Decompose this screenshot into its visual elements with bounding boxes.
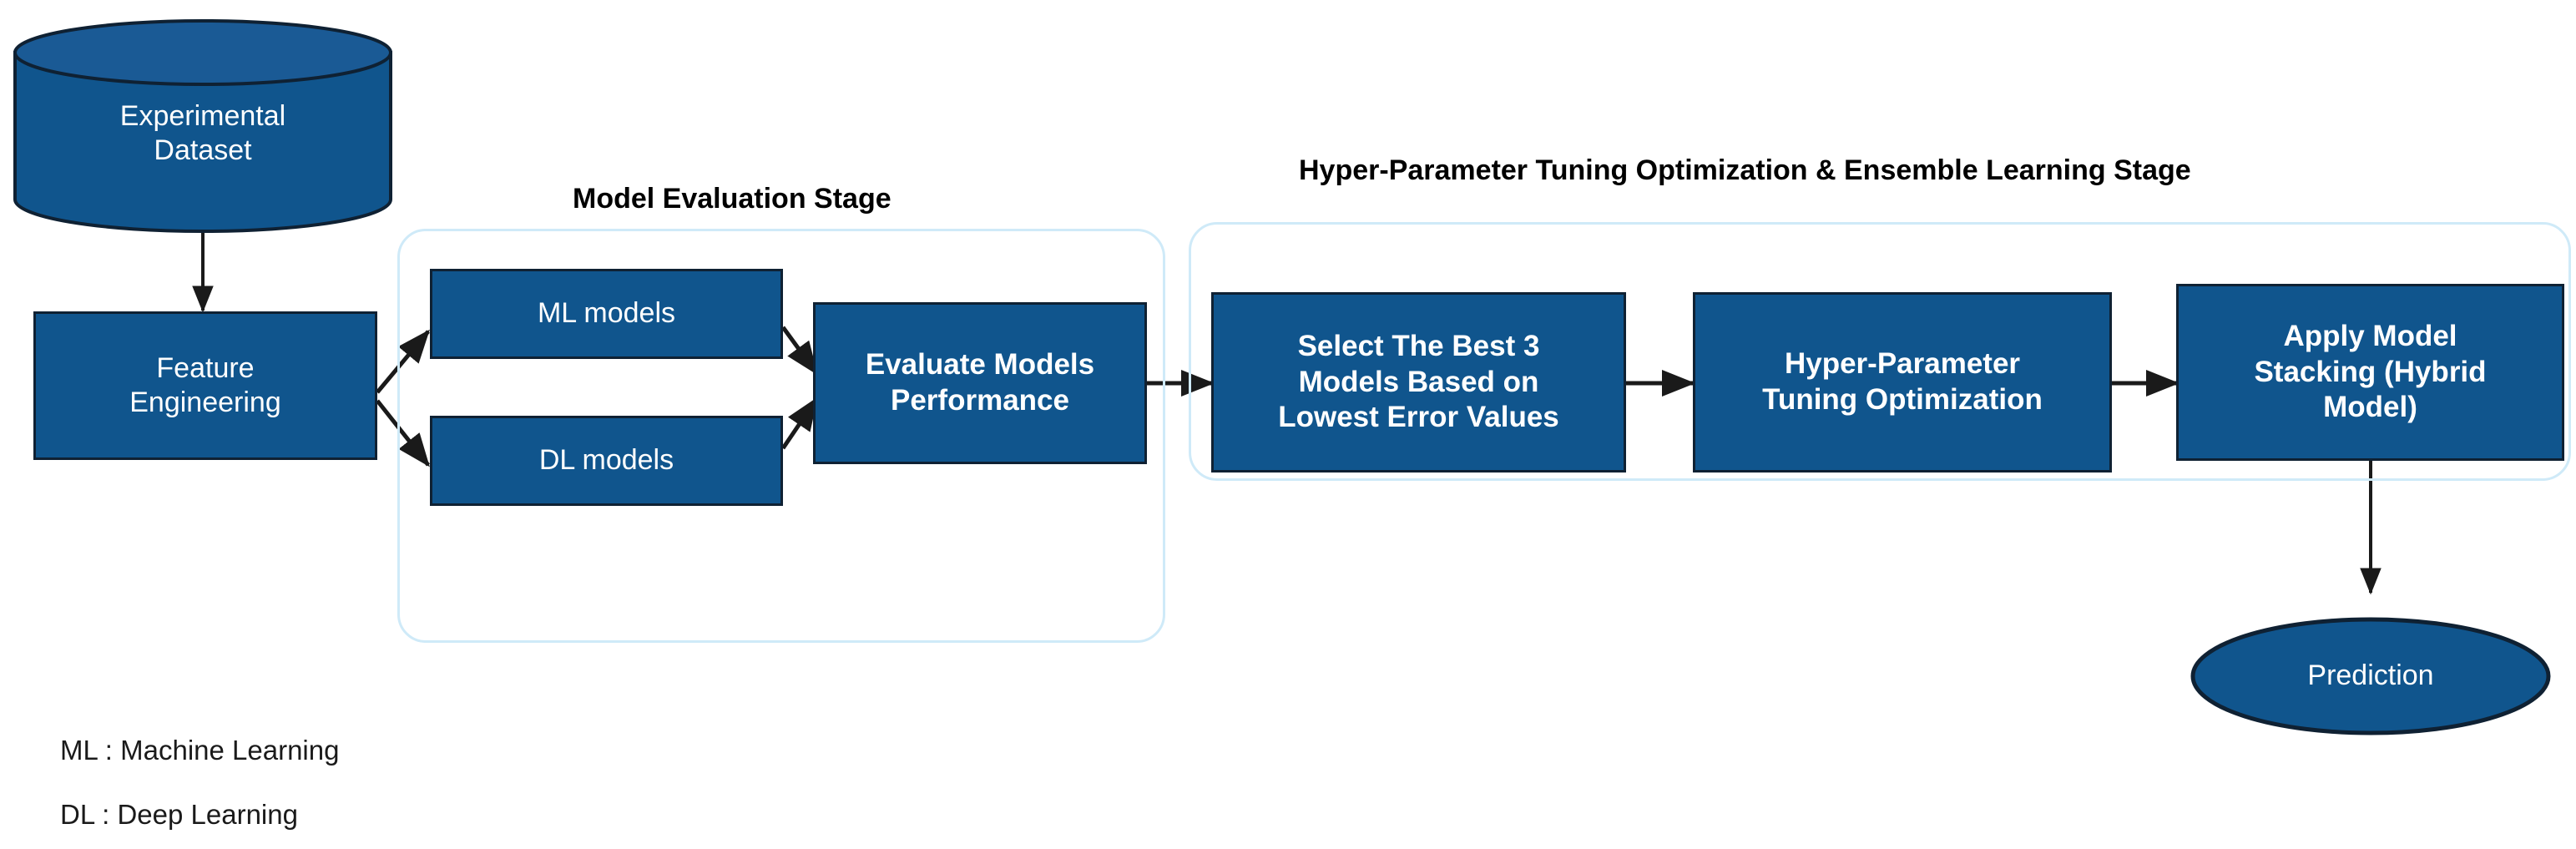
ml-models-node[interactable]: ML models — [430, 269, 783, 359]
stacking-label-line3: Model) — [2323, 391, 2417, 424]
select-best-label-line1: Select The Best 3 — [1297, 329, 1540, 362]
ml-models-label: ML models — [537, 297, 676, 330]
legend-item-ml: ML : Machine Learning — [60, 735, 340, 766]
select-best-models-node[interactable]: Select The Best 3 Models Based on Lowest… — [1211, 292, 1626, 473]
stacking-label-line1: Apply Model — [2283, 319, 2457, 352]
tuning-ensemble-stage-title: Hyper-Parameter Tuning Optimization & En… — [1299, 154, 2191, 186]
prediction-node[interactable]: Prediction — [2193, 651, 2548, 701]
stacking-label-line2: Stacking (Hybrid — [2254, 355, 2487, 388]
feature-engineering-label-line1: Feature — [156, 351, 255, 384]
dl-models-label: DL models — [538, 444, 674, 477]
model-stacking-node[interactable]: Apply Model Stacking (Hybrid Model) — [2176, 284, 2564, 461]
tuning-label-line2: Tuning Optimization — [1762, 383, 2043, 416]
model-evaluation-stage-title: Model Evaluation Stage — [573, 183, 891, 215]
dl-models-node[interactable]: DL models — [430, 416, 783, 506]
experimental-dataset-label-line2: Dataset — [154, 134, 252, 166]
hyperparameter-tuning-node[interactable]: Hyper-Parameter Tuning Optimization — [1693, 292, 2112, 473]
evaluate-label-line2: Performance — [891, 384, 1069, 417]
evaluate-models-performance-node[interactable]: Evaluate Models Performance — [813, 302, 1147, 464]
feature-engineering-node[interactable]: Feature Engineering — [33, 311, 377, 460]
evaluate-label-line1: Evaluate Models — [865, 348, 1095, 382]
tuning-ensemble-stage-container — [1189, 222, 2571, 481]
feature-engineering-label-line2: Engineering — [129, 387, 281, 418]
experimental-dataset-node[interactable]: Experimental Dataset — [15, 79, 391, 188]
model-evaluation-stage-container — [397, 229, 1165, 643]
select-best-label-line2: Models Based on — [1298, 365, 1539, 398]
select-best-label-line3: Lowest Error Values — [1278, 401, 1559, 434]
tuning-label-line1: Hyper-Parameter — [1784, 347, 2021, 381]
prediction-label: Prediction — [2307, 659, 2434, 692]
experimental-dataset-label-line1: Experimental — [119, 99, 286, 132]
legend-item-dl: DL : Deep Learning — [60, 799, 298, 830]
